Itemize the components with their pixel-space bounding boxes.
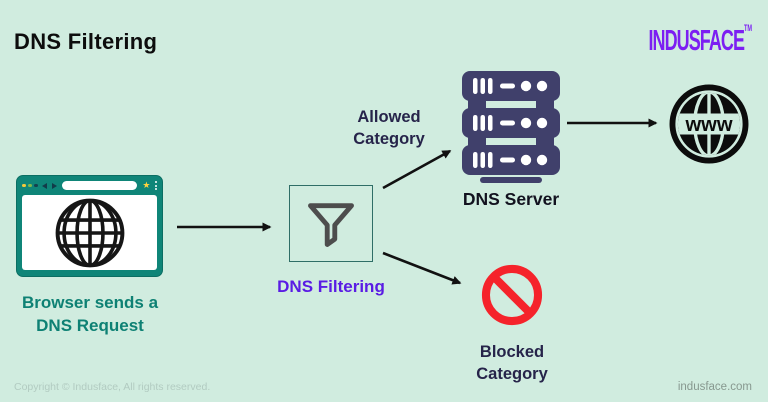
www-globe-icon: www <box>669 84 749 164</box>
forward-arrow-icon <box>51 182 57 189</box>
browser-label: Browser sends a DNS Request <box>5 292 175 338</box>
menu-dots-icon <box>155 181 157 190</box>
star-icon: ★ <box>142 180 151 190</box>
address-bar <box>62 181 137 190</box>
server-stack-icon <box>462 71 560 183</box>
server-label: DNS Server <box>462 189 560 209</box>
browser-label-line2: DNS Request <box>36 315 144 335</box>
dns-filter-node <box>289 185 373 262</box>
indusface-logo: INDUSFACETM <box>585 23 752 58</box>
globe-icon <box>55 198 124 267</box>
trademark-symbol: TM <box>743 23 752 33</box>
arrow-filter-to-blocked <box>382 251 462 285</box>
browser-window-icon: ★ <box>16 175 163 277</box>
window-dot-icon <box>34 183 38 188</box>
browser-label-line1: Browser sends a <box>21 293 159 312</box>
browser-viewport <box>22 195 157 270</box>
allowed-category-label: Allowed Category <box>319 106 459 151</box>
page-title: DNS Filtering <box>14 29 158 54</box>
blocked-node <box>481 264 543 331</box>
arrow-filter-to-server <box>382 149 452 190</box>
browser-topbar: ★ <box>17 176 162 195</box>
filter-label: DNS Filtering <box>277 277 385 296</box>
copyright-text: Copyright © Indusface, All rights reserv… <box>14 381 211 393</box>
window-dot-icon <box>28 183 32 188</box>
www-node: www <box>667 82 751 171</box>
no-entry-icon <box>481 264 543 326</box>
blocked-label-line2: Category <box>476 365 548 384</box>
funnel-icon <box>308 202 354 247</box>
allowed-label-line2: Category <box>353 130 425 149</box>
www-text: www <box>684 114 732 136</box>
allowed-label-line1: Allowed <box>357 108 421 126</box>
blocked-category-label: Blocked Category <box>442 341 582 386</box>
website-text: indusface.com <box>677 381 752 393</box>
window-dot-icon <box>22 183 26 188</box>
blocked-label-line1: Blocked <box>479 343 545 361</box>
brand-name: INDUSFACE <box>648 25 744 57</box>
dns-server-node <box>462 71 560 188</box>
back-arrow-icon <box>42 182 47 189</box>
